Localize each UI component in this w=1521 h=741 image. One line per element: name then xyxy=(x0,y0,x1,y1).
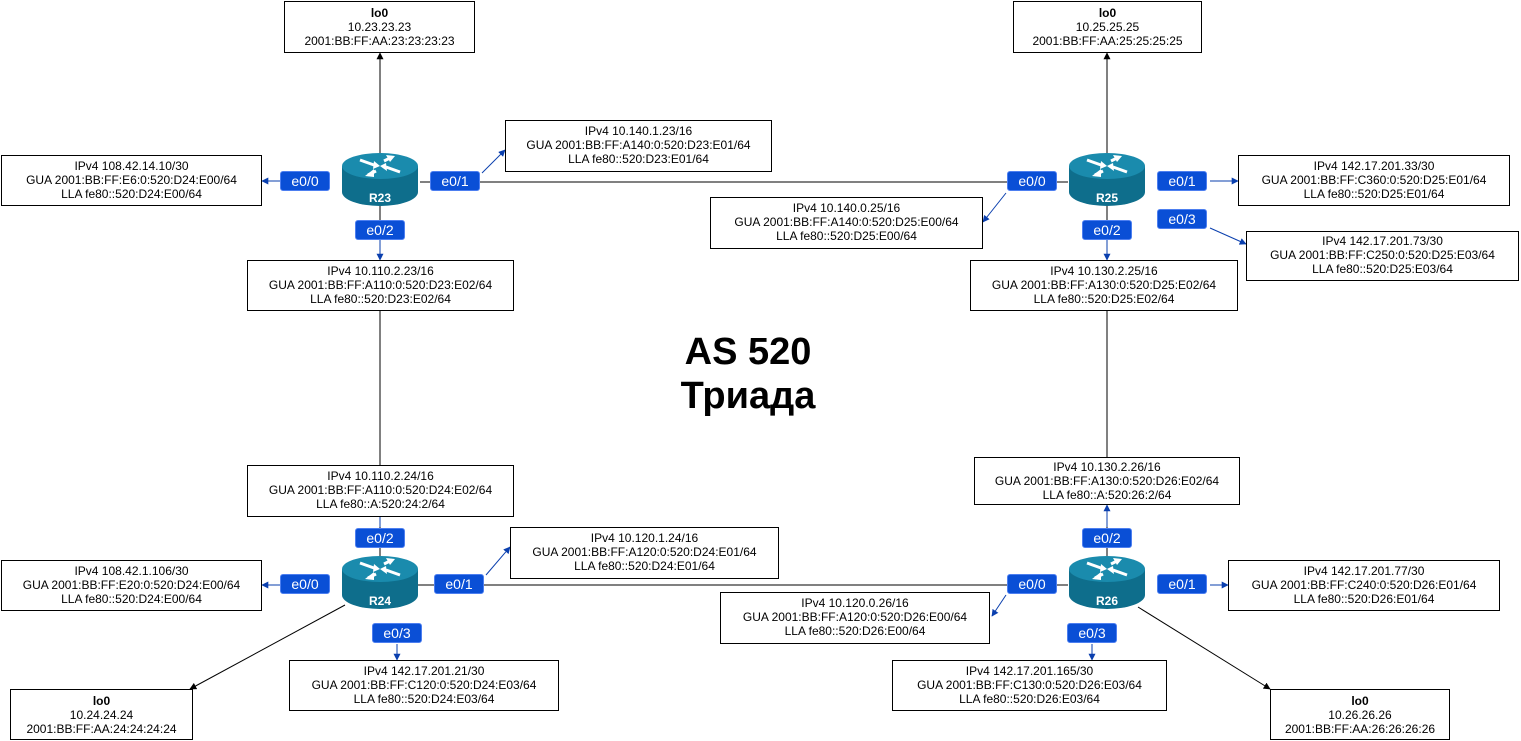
as-number: AS 520 xyxy=(684,331,812,373)
loopback-r25: lo0 10.25.25.25 2001:BB:FF:AA:25:25:25:2… xyxy=(1013,1,1202,53)
loopback-r26: lo0 10.26.26.26 2001:BB:FF:AA:26:26:26:2… xyxy=(1270,689,1450,740)
iface-r26-e0-1[interactable]: e0/1 xyxy=(1157,574,1207,594)
arrow-r26-lo0 xyxy=(1137,606,1271,690)
router-r23[interactable]: R23 xyxy=(340,150,420,210)
iface-r25-e0-2[interactable]: e0/2 xyxy=(1082,220,1132,240)
iface-r24-e0-3[interactable]: e0/3 xyxy=(372,623,422,643)
addr-r26-e0-2: IPv4 10.130.2.26/16 GUA 2001:BB:FF:A130:… xyxy=(974,457,1240,505)
arrow-r24-lo0 xyxy=(189,604,346,690)
router-r24[interactable]: R24 xyxy=(340,553,420,613)
iface-r24-e0-1[interactable]: e0/1 xyxy=(434,574,484,594)
loopback-r23: lo0 10.23.23.23 2001:BB:FF:AA:23:23:23:2… xyxy=(284,1,475,53)
addr-r24-e0-1: IPv4 10.120.1.24/16 GUA 2001:BB:FF:A120:… xyxy=(510,527,779,579)
router-name: R26 xyxy=(1095,594,1118,608)
router-name: R23 xyxy=(368,191,391,205)
addr-r24-e0-2: IPv4 10.110.2.24/16 GUA 2001:BB:FF:A110:… xyxy=(247,465,514,517)
router-r26[interactable]: R26 xyxy=(1067,553,1147,613)
as-title: AS 520 Триада xyxy=(648,330,848,418)
iface-r26-e0-0[interactable]: e0/0 xyxy=(1007,574,1057,594)
addr-r24-e0-0: IPv4 108.42.1.106/30 GUA 2001:BB:FF:E20:… xyxy=(1,560,262,611)
router-name: R24 xyxy=(368,594,391,608)
addr-r25-e0-1: IPv4 142.17.201.33/30 GUA 2001:BB:FF:C36… xyxy=(1238,155,1510,206)
addr-r26-e0-1: IPv4 142.17.201.77/30 GUA 2001:BB:FF:C24… xyxy=(1228,560,1500,611)
addr-r25-e0-0: IPv4 10.140.0.25/16 GUA 2001:BB:FF:A140:… xyxy=(710,197,983,249)
addr-r26-e0-3: IPv4 142.17.201.165/30 GUA 2001:BB:FF:C1… xyxy=(892,660,1167,711)
router-name: R25 xyxy=(1095,191,1118,205)
addr-r26-e0-0: IPv4 10.120.0.26/16 GUA 2001:BB:FF:A120:… xyxy=(720,592,990,644)
iface-r24-e0-2[interactable]: e0/2 xyxy=(355,528,405,548)
iface-r23-e0-0[interactable]: e0/0 xyxy=(280,171,330,191)
router-icon xyxy=(1069,153,1145,206)
addr-r25-e0-3: IPv4 142.17.201.73/30 GUA 2001:BB:FF:C25… xyxy=(1246,231,1519,281)
loopback-r24: lo0 10.24.24.24 2001:BB:FF:AA:24:24:24:2… xyxy=(10,689,193,740)
addr-r23-e0-0: IPv4 108.42.14.10/30 GUA 2001:BB:FF:E6:0… xyxy=(1,155,262,206)
router-icon xyxy=(1069,556,1145,609)
iface-r26-e0-2[interactable]: e0/2 xyxy=(1082,528,1132,548)
addr-r23-e0-1: IPv4 10.140.1.23/16 GUA 2001:BB:FF:A140:… xyxy=(505,120,772,172)
router-r25[interactable]: R25 xyxy=(1067,150,1147,210)
iface-r23-e0-1[interactable]: e0/1 xyxy=(430,171,480,191)
addr-r23-e0-2: IPv4 10.110.2.23/16 GUA 2001:BB:FF:A110:… xyxy=(247,260,514,311)
iface-r25-e0-0[interactable]: e0/0 xyxy=(1007,171,1057,191)
iface-r26-e0-3[interactable]: e0/3 xyxy=(1067,623,1117,643)
iface-r24-e0-0[interactable]: e0/0 xyxy=(280,574,330,594)
iface-r25-e0-1[interactable]: e0/1 xyxy=(1157,171,1207,191)
addr-r25-e0-2: IPv4 10.130.2.25/16 GUA 2001:BB:FF:A130:… xyxy=(970,260,1238,311)
router-icon xyxy=(342,153,418,206)
as-name: Триада xyxy=(680,375,816,417)
iface-r23-e0-2[interactable]: e0/2 xyxy=(355,220,405,240)
addr-r24-e0-3: IPv4 142.17.201.21/30 GUA 2001:BB:FF:C12… xyxy=(289,660,559,711)
router-icon xyxy=(342,556,418,609)
iface-r25-e0-3[interactable]: e0/3 xyxy=(1157,209,1207,229)
